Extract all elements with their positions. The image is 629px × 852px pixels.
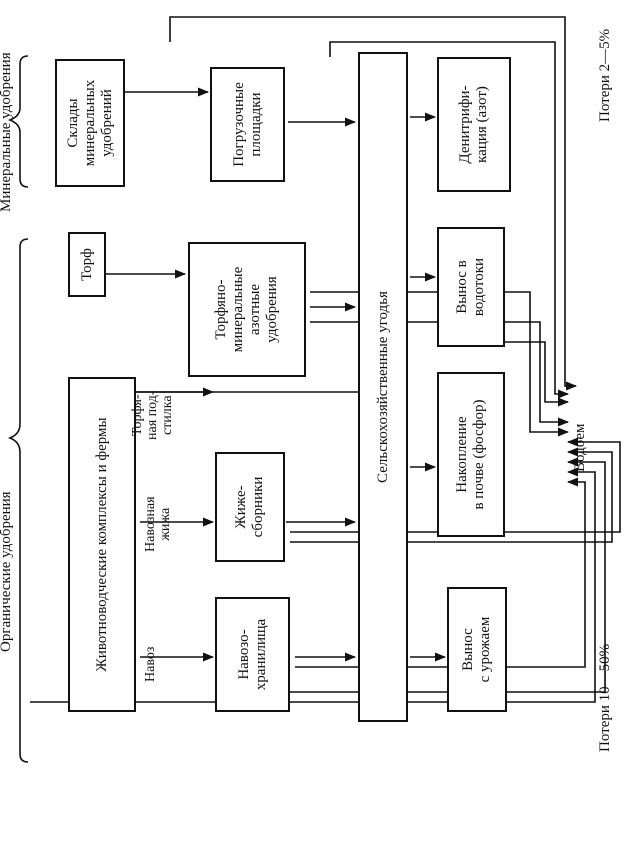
soil-accumulation-box: Накопление в почве (фосфор) <box>437 372 505 537</box>
farmland-box: Сельскохозяйственные угодья <box>358 52 408 722</box>
denitrification-box: Денитрифи- кация (азот) <box>437 57 511 192</box>
organic-loss-line-1 <box>295 477 586 668</box>
livestock-box: Животноводческие комплексы и фермы <box>68 377 136 712</box>
peat-mineral-fertilizers-box: Торфяно- минеральные азотные удобрения <box>188 242 306 377</box>
organic-losses-label: Потери 10—50% <box>597 643 613 752</box>
manure-label: Навоз <box>143 646 158 682</box>
mineral-loss-line-1 <box>329 41 570 399</box>
mineral-losses-label: Потери 2—5% <box>597 28 613 122</box>
slurry-collectors-box: Жиже- сборники <box>215 452 285 562</box>
removal-to-streams-box: Вынос в водотоки <box>437 227 505 347</box>
organic-loss-line-4 <box>290 447 613 543</box>
organic-loss-line-6 <box>310 321 570 427</box>
organic-group-bracket <box>7 238 29 763</box>
organic-loss-line-3 <box>225 457 606 693</box>
mineral-warehouses-box: Склады минеральных удобрений <box>55 59 125 187</box>
stream-to-water-arrow <box>505 341 570 407</box>
manure-slurry-label: Навозная жижа <box>143 496 173 552</box>
organic-group-heading: Органические удобрения <box>0 491 14 652</box>
loading-sites-box: Погрузочные площадки <box>210 67 285 182</box>
water-body-label: Водоем <box>572 423 588 472</box>
manure-storage-box: Навозо- хранилища <box>215 597 290 712</box>
peat-box: Торф <box>68 232 106 297</box>
removal-with-harvest-box: Вынос с урожаем <box>447 587 507 712</box>
mineral-group-bracket <box>7 55 29 188</box>
peat-bedding-label: Торфя- ная под- стилка <box>130 390 175 440</box>
mineral-group-heading: Минеральные удобрения <box>0 52 14 212</box>
organic-loss-line-7 <box>310 291 570 437</box>
organic-loss-line-2 <box>30 467 596 703</box>
